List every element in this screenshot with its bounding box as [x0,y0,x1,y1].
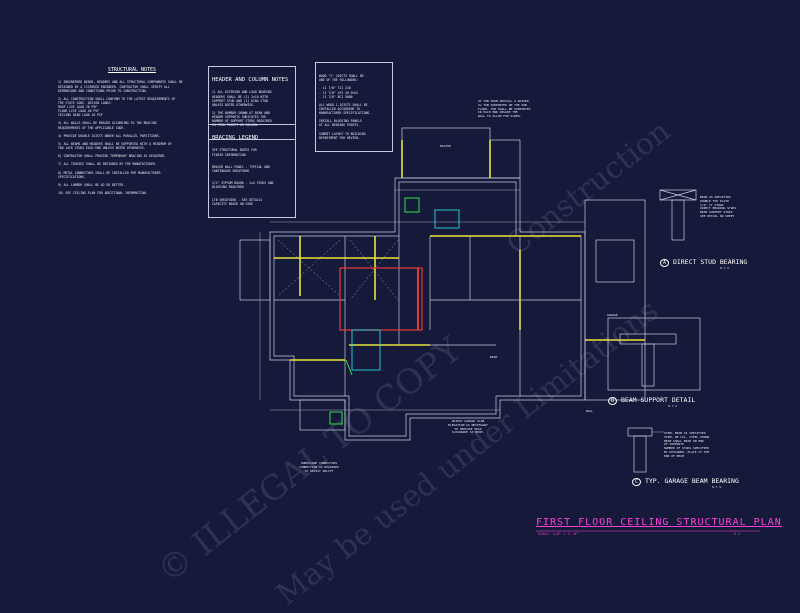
bracing-legend-title: BRACING LEGEND [212,135,259,142]
hanger-note: HURRICANE CONNECTORS CONNECTION AS REQUI… [299,461,339,473]
detail-b-label: B BEAM SUPPORT DETAIL N.T.S. [608,396,695,408]
detail-b-post [641,343,655,387]
header-notes-box: HEADER AND COLUMN NOTES 1) ALL EXTERIOR … [208,66,296,140]
drawing-sheet: STRUCTURAL NOTES 1) ENGINEERED BEAMS, HE… [58,60,782,613]
garage-beam-note: STEEL BEAM AS SPECIFIED STEEL OR LVL, ST… [664,431,710,458]
room-label-master: MASTER [440,144,451,148]
bracing-legend-item: BRACED WALL PANEL - TYPICAL AND CONTINUO… [212,164,270,173]
detail-a-label: A DIRECT STUD BEARING N.T.S. [660,258,747,270]
plan-title: FIRST FLOOR CEILING STRUCTURAL PLAN [536,517,782,528]
tub-support-note: AT TUB SPAN INSTALL A RAISED 2x TUB SUPP… [478,99,531,119]
hip-line [349,239,399,301]
structural-notes-title: STRUCTURAL NOTES [107,67,157,74]
hip-lines [277,239,399,301]
detail-a-drawing [659,189,697,241]
stair-enclosure [339,267,423,331]
garage-bay [595,239,635,283]
hip-line [277,239,341,297]
detail-a-post [671,199,685,241]
detail-b-drawing [607,317,701,391]
detail-b-title: BEAM SUPPORT DETAIL [620,396,696,404]
detail-a-scale: N.T.S. [720,266,731,270]
bedroom-bay [239,239,271,301]
bracing-legend-box: BRACING LEGEND SEE STRUCTURAL NOTES FOR … [208,124,296,218]
brace-marker [345,359,353,376]
detail-a-hatch [659,189,697,201]
joist-notes-box: WOOD "I" JOISTS SHALL BE ONE OF THE FOLL… [315,62,393,152]
hip-line [349,239,399,301]
bracing-legend-item: LTB SHEATHING - SEE DETAILS CAPACITY BAS… [212,197,263,206]
bracing-legend-item: 1/2" GYPSUM BOARD - 2x4 STUDS AND BLOCKI… [212,181,274,190]
beam-callout-note: BEAM AS SPECIFIED DOUBLE TOP PLATE 1/2" … [700,195,737,218]
bearing-walls-red [339,267,423,331]
detail-b-beam [619,333,677,345]
green-markers [329,197,420,425]
garage [584,199,646,401]
porch [299,399,346,431]
detail-c-post [633,435,647,473]
column-marker [404,197,420,213]
room-label-garage: GARAGE [607,313,618,317]
exterior-wall-inner [273,181,582,437]
plan-sheet: S-1 [734,532,741,536]
detail-b-frame [607,317,701,391]
master-suite [401,127,491,179]
structural-notes-body: 1) ENGINEERED BEAMS, HEADERS AND ALL STR… [58,80,183,195]
beam-lines [274,140,645,361]
detail-a-title: DIRECT STUD BEARING [672,258,748,266]
detail-c-label: C TYP. GARAGE BEAM BEARING N.T.S. [632,477,739,489]
beam-label: BEAM [490,355,498,359]
exterior-wall [269,177,586,441]
closet [489,139,521,179]
detail-c-title: TYP. GARAGE BEAM BEARING [644,477,739,485]
wall-label: WALL [586,409,594,413]
stair [351,329,381,371]
joist-notes-body: WOOD "I" JOISTS SHALL BE ONE OF THE FOLL… [319,74,372,140]
detail-b-scale: N.T.S. [668,404,679,408]
plan-scale: SCALE: 1/4" = 1'-0" [538,532,579,536]
plan-walls [239,127,646,441]
detail-c-drawing [627,427,664,473]
header-notes-body: 1) ALL EXTERIOR AND LOAD BEARING HEADERS… [212,90,272,128]
bracing-legend-subtitle: SEE STRUCTURAL NOTES FOR FINISH INFORMAT… [212,148,257,157]
tub [434,209,460,229]
detail-a-num: A [660,259,670,267]
detail-c-beam [627,427,653,437]
column-marker [329,411,343,425]
detail-b-num: B [608,397,618,405]
rim-note: ADJUST GARAGE SLAB ELEVATION AS NECESSAR… [448,419,488,435]
detail-c-scale: N.T.S. [712,485,723,489]
floor-plan-drawing [239,127,760,532]
structural-notes: STRUCTURAL NOTES 1) ENGINEERED BEAMS, HE… [58,60,206,203]
cyan-fixtures [351,209,460,371]
detail-c-num: C [632,478,642,486]
header-notes-title: HEADER AND COLUMN NOTES [212,77,289,84]
